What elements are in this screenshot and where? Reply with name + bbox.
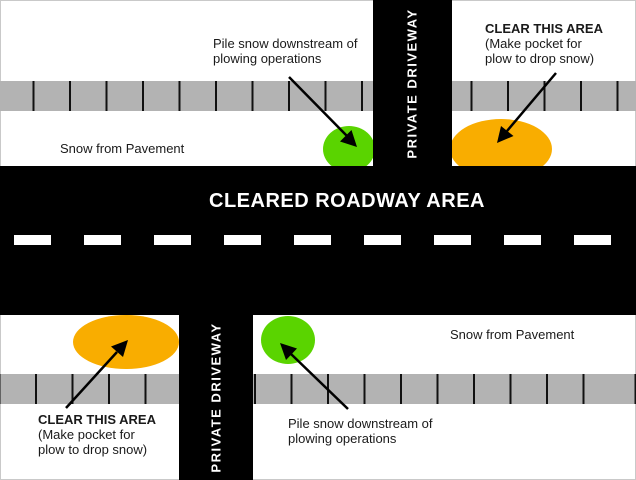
clear-area-note-top-line3: plow to drop snow) <box>485 51 595 66</box>
pavement-strip-bottom <box>0 374 636 404</box>
clear-area-note-bottom: CLEAR THIS AREA (Make pocket for plow to… <box>38 412 156 457</box>
private-driveway-bottom: PRIVATE DRIVEWAY <box>179 315 253 480</box>
pile-snow-note-top-line1: Pile snow downstream of <box>213 36 358 51</box>
private-driveway-top-label: PRIVATE DRIVEWAY <box>405 7 420 159</box>
private-driveway-bottom-label: PRIVATE DRIVEWAY <box>208 322 224 473</box>
clear-area-note-top: CLEAR THIS AREA (Make pocket for plow to… <box>485 21 603 66</box>
snow-from-pavement-label-bottom: Snow from Pavement <box>450 327 575 342</box>
clear-area-note-top-title: CLEAR THIS AREA <box>485 21 603 36</box>
pavement-strip-top <box>0 81 636 111</box>
clear-area-note-top-line2: (Make pocket for <box>485 36 582 51</box>
roadway-title: CLEARED ROADWAY AREA <box>209 190 485 212</box>
pile-snow-note-top: Pile snow downstream of plowing operatio… <box>213 36 358 66</box>
private-driveway-top: PRIVATE DRIVEWAY <box>373 0 452 166</box>
snow-from-pavement-label-top: Snow from Pavement <box>60 141 185 156</box>
clear-area-zone-bottom <box>73 315 179 369</box>
pile-snow-note-top-line2: plowing operations <box>213 51 322 66</box>
cleared-roadway: CLEARED ROADWAY AREA <box>0 166 636 315</box>
clear-area-note-bottom-title: CLEAR THIS AREA <box>38 412 156 427</box>
pile-snow-note-bottom: Pile snow downstream of plowing operatio… <box>288 416 433 446</box>
pile-snow-note-bottom-line1: Pile snow downstream of <box>288 416 433 431</box>
clear-area-note-bottom-line2: (Make pocket for <box>38 427 135 442</box>
clear-area-note-bottom-line3: plow to drop snow) <box>38 442 148 457</box>
lane-centerline-dashes <box>14 235 622 245</box>
pile-snow-note-bottom-line2: plowing operations <box>288 431 397 446</box>
pile-snow-zone-bottom <box>261 316 315 364</box>
